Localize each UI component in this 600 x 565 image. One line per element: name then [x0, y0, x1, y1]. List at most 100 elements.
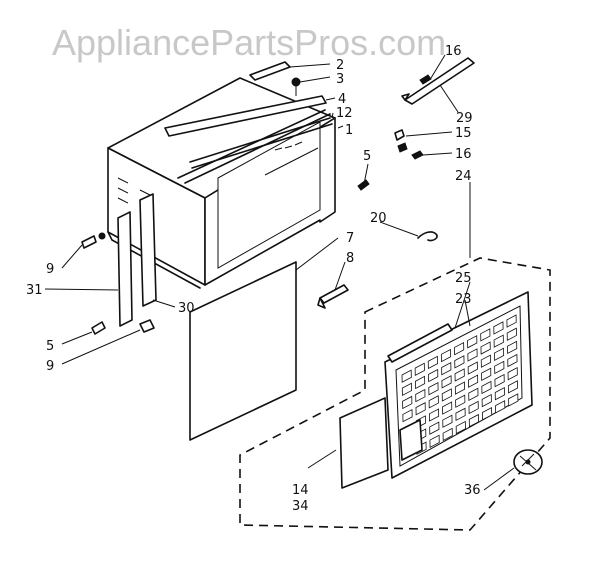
grille-cell: [495, 400, 506, 414]
callout-24: 24: [455, 169, 472, 184]
grille-cell: [414, 375, 426, 390]
callout-23: 23: [455, 292, 472, 307]
part-5-screw-left: [91, 321, 106, 335]
grille-cell: [480, 354, 491, 368]
grille-cell: [467, 361, 478, 375]
part-7-panel: [189, 261, 297, 441]
part-30-side-channel: [139, 193, 157, 307]
part-16-screw-top: [419, 74, 432, 85]
callout-29: 29: [456, 111, 473, 126]
grille-cell: [493, 334, 504, 348]
grille-cell: [481, 367, 492, 381]
callout-30: 30: [178, 301, 195, 316]
part-20-spring: [417, 231, 438, 242]
callout-36: 36: [464, 483, 481, 498]
grille-cell: [494, 360, 505, 375]
callout-16-top: 16: [445, 44, 462, 59]
grille-cell: [441, 375, 452, 389]
grille-cell: [467, 348, 478, 362]
part-5-screw-right: [357, 179, 370, 191]
part-9-screw-lower: [139, 319, 155, 333]
callout-9-lower: 9: [46, 359, 54, 374]
grille-cell: [468, 413, 479, 428]
grille-cell: [493, 347, 505, 361]
part-12-gasket: [189, 117, 333, 169]
callout-2: 2: [336, 58, 344, 73]
part-24-front-assembly-boundary: [239, 257, 551, 531]
grille-cell: [428, 382, 439, 396]
grille-cell: [442, 401, 453, 415]
part-4-strip: [164, 95, 327, 137]
grille-cell: [455, 420, 466, 435]
grille-cell: [402, 395, 413, 410]
leader-lines: [44, 54, 515, 491]
grille-cell: [441, 361, 452, 376]
grille-cell: [427, 355, 438, 370]
grille-cell: [468, 400, 479, 415]
callout-5-left: 5: [46, 339, 54, 354]
grille-cell: [454, 368, 465, 382]
callout-4: 4: [338, 92, 346, 107]
callout-25: 25: [455, 271, 472, 286]
grille-cell: [442, 414, 453, 428]
callout-7: 7: [346, 231, 354, 246]
grille-cell: [414, 362, 425, 376]
grille-cell: [481, 407, 493, 421]
part-29-bracket: [401, 57, 475, 105]
grille-cell: [441, 388, 452, 402]
grille-cell: [468, 374, 479, 388]
grille-cell: [401, 369, 412, 383]
part-25-strip: [387, 323, 453, 363]
grille-cell: [454, 341, 465, 356]
grille-cell: [454, 381, 466, 395]
grille-cell: [440, 348, 452, 363]
grille-cell: [507, 353, 518, 368]
grille-cell: [508, 393, 519, 407]
watermark-text: AppliancePartsPros.com: [52, 22, 446, 63]
callout-20: 20: [370, 211, 387, 226]
grille-cell: [493, 321, 504, 335]
part-9-screw-upper: [81, 232, 106, 249]
grille-cell: [401, 382, 413, 397]
part-31-side-channel: [117, 211, 133, 327]
callout-3: 3: [336, 72, 344, 87]
grille-cell: [428, 408, 440, 422]
callout-14: 14: [292, 483, 309, 498]
part-2-rail: [249, 61, 291, 81]
part-3-screw: [291, 77, 301, 96]
grille-cell: [506, 314, 517, 328]
callout-labels: 2 3 4 12 1 5 16 29 15 16 24 20 7 8 9 31 …: [26, 44, 481, 514]
grille-cell: [481, 393, 492, 408]
grille-cell: [454, 355, 465, 369]
grille-cell: [467, 335, 478, 349]
grille-cell: [429, 421, 440, 435]
part-36-knob: [513, 449, 543, 475]
grille-cell: [506, 327, 517, 341]
grille-cell: [415, 402, 426, 416]
part-16-screw-lower: [411, 150, 424, 160]
grille-cell: [415, 388, 426, 403]
callout-12: 12: [336, 106, 353, 121]
grille-cell: [480, 328, 491, 342]
callout-16-lower: 16: [455, 147, 472, 162]
callout-1: 1: [345, 123, 353, 138]
grille-cell: [507, 340, 518, 355]
grille-cell: [481, 380, 492, 395]
grille-cell: [428, 368, 439, 383]
callout-5-right: 5: [363, 149, 371, 164]
grille-cell: [429, 434, 440, 448]
grille-cell: [507, 380, 519, 394]
part-15-clip: [394, 129, 408, 153]
grille-cell: [480, 341, 491, 355]
callout-15: 15: [455, 126, 472, 141]
callout-8: 8: [346, 251, 354, 266]
grille-cell: [455, 394, 466, 408]
part-8-bracket: [317, 284, 349, 309]
part-14-34-filter: [339, 397, 389, 489]
grille-cell: [402, 408, 413, 423]
grille-cell: [468, 387, 479, 402]
grille-cell: [494, 373, 505, 388]
callout-34: 34: [292, 499, 309, 514]
grille-cell: [428, 395, 439, 409]
